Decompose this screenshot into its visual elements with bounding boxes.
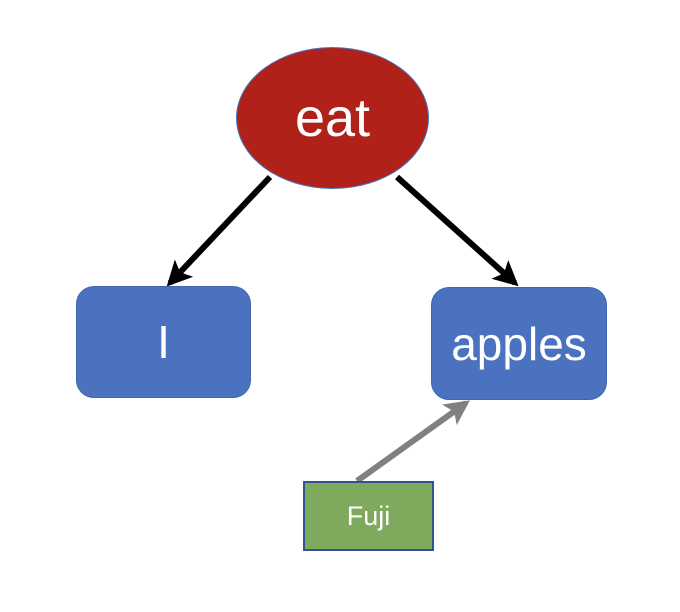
- edge-eat-to-i: [166, 174, 273, 287]
- node-apples-label: apples: [451, 317, 587, 370]
- node-fuji-label: Fuji: [346, 500, 391, 531]
- edge-fuji-to-apples: [355, 400, 470, 484]
- node-i-label: I: [157, 316, 170, 368]
- node-apples[interactable]: apples: [431, 287, 607, 400]
- edge-eat-to-apples: [394, 174, 519, 287]
- node-eat[interactable]: eat: [236, 47, 429, 189]
- node-eat-label: eat: [294, 88, 371, 148]
- node-fuji[interactable]: Fuji: [303, 481, 434, 551]
- node-i[interactable]: I: [76, 286, 251, 398]
